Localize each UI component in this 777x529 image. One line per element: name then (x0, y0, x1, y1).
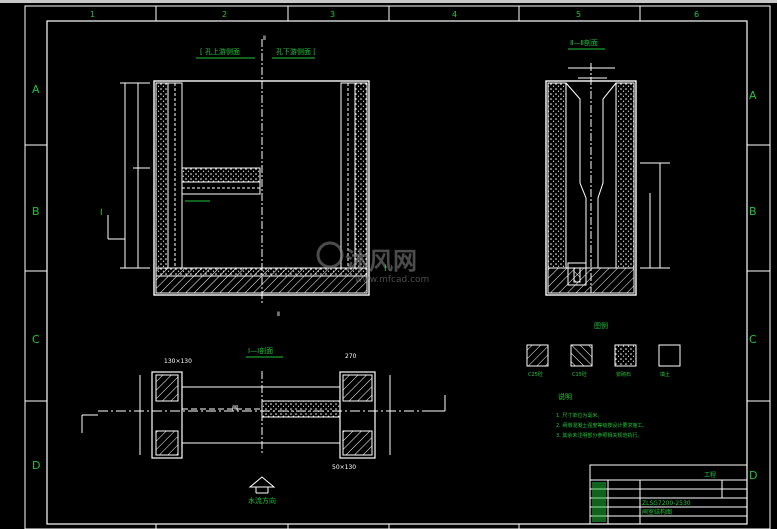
legend-swatch-c15 (570, 344, 593, 367)
section-mark-top: Ⅱ (263, 35, 266, 42)
title-block-drawing-name: 闸室结构图 (642, 508, 672, 516)
row-label-left-b: B (32, 205, 40, 218)
watermark: 沐风网 www.mfcad.com (316, 241, 429, 285)
col-label-3: 3 (330, 10, 335, 19)
col-label-1: 1 (90, 10, 95, 19)
row-label-right-a: A (749, 89, 757, 102)
row-label-right-c: C (749, 333, 757, 346)
section-i-view: Ⅰ—Ⅰ剖面 270 130×130 闸 50×130 (81, 346, 446, 471)
legend-label-masonry: 浆砌石 (616, 371, 631, 378)
note-line-3: 3. 其余未注明部分参照相关规范执行。 (556, 432, 642, 439)
section-i-title: Ⅰ—Ⅰ剖面 (248, 346, 273, 355)
legend-label-c15: C15砼 (572, 371, 587, 378)
row-label-right-b: B (749, 205, 757, 218)
section-mark-bottom: Ⅱ (277, 311, 280, 318)
title-block-project: 工程 (704, 471, 716, 479)
section-mark-right: Ⅰ (384, 264, 387, 274)
legend-label-c25: C25砼 (528, 371, 543, 378)
title-block-drawing-no: ZLSG7200-2530 (642, 500, 691, 507)
row-label-left-c: C (32, 333, 40, 346)
section-i-dim-bottom: 50×130 (332, 464, 356, 471)
notes-title: 说明 (558, 392, 572, 401)
section-i-mid-label: 闸 (232, 404, 238, 412)
note-line-1: 1. 尺寸单位为毫米。 (556, 412, 602, 419)
legend-title: 图例 (594, 321, 608, 330)
section-ii-title: Ⅱ—Ⅱ剖面 (570, 38, 598, 47)
legend-label-fill: 填土 (660, 371, 670, 378)
flow-direction: 水流方向 (248, 476, 276, 505)
notes: 说明 1. 尺寸单位为毫米。 2. 闸墩混凝土强度等级按设计要求施工。 3. 其… (556, 392, 647, 439)
cad-drawing-canvas[interactable]: 1 2 3 4 5 6 A B C D A B C D [ 孔上游侧面 孔下游侧… (0, 3, 777, 529)
section-i-dim-right: 270 (345, 353, 357, 360)
col-label-2: 2 (222, 10, 227, 19)
section-ii-view: Ⅱ—Ⅱ剖面 (545, 38, 670, 296)
flow-direction-label: 水流方向 (248, 496, 276, 505)
note-line-2: 2. 闸墩混凝土强度等级按设计要求施工。 (556, 422, 647, 429)
watermark-logo-icon (316, 241, 344, 269)
title-block: 工程 ZLSG7200-2530 闸室结构图 (589, 464, 748, 525)
drawing-frame (24, 5, 771, 529)
section-mark-left: Ⅰ (100, 208, 103, 218)
legend-swatch-fill (658, 344, 681, 367)
window-top-bar (0, 0, 777, 3)
watermark-text: 沐风网 (345, 247, 417, 275)
col-label-6: 6 (694, 10, 699, 19)
elevation-title-right: 孔下游侧面 [ (276, 47, 316, 56)
row-label-left-a: A (32, 83, 40, 96)
elevation-title-left: [ 孔上游侧面 (200, 47, 240, 56)
watermark-url: www.mfcad.com (355, 275, 429, 285)
elevation-view: [ 孔上游侧面 孔下游侧面 [ Ⅱ Ⅱ Ⅰ Ⅰ (100, 35, 387, 318)
section-i-dim-left: 130×130 (164, 358, 192, 365)
legend: 图例 C25砼 C15砼 浆砌石 填土 (526, 321, 681, 378)
row-label-right-d: D (749, 469, 757, 482)
col-label-4: 4 (452, 10, 457, 19)
legend-swatch-c25 (526, 344, 549, 367)
row-label-left-d: D (32, 459, 40, 472)
legend-swatch-masonry (614, 344, 637, 367)
col-label-5: 5 (576, 10, 581, 19)
